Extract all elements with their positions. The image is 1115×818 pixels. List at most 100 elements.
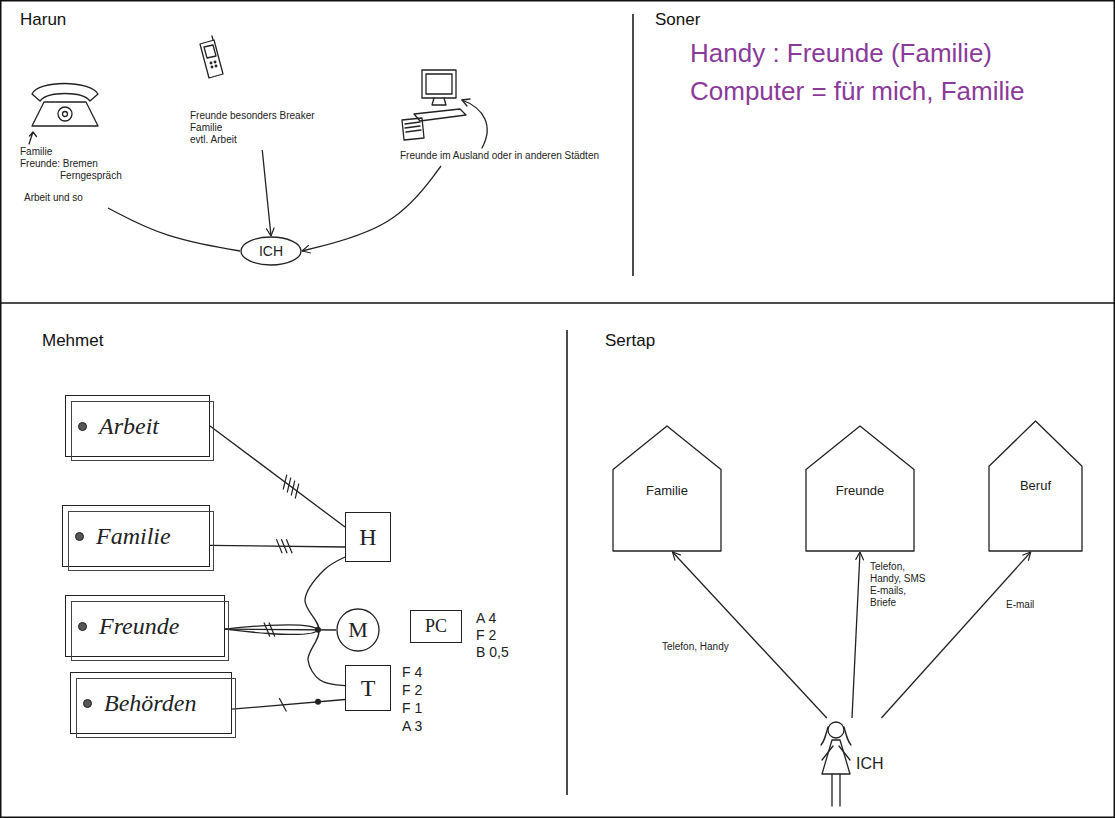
device-box: PC <box>410 610 462 643</box>
person-figure-icon <box>810 718 854 808</box>
house-outline <box>989 421 1082 551</box>
mobile-group-icon-part <box>211 66 213 68</box>
person-name: Mehmet <box>42 331 103 351</box>
contact-box: Freunde <box>65 595 225 657</box>
computer-group-icon-part <box>402 118 424 140</box>
node-text: Behörden <box>104 689 196 718</box>
telephone-group-icon-part <box>32 84 98 102</box>
computer-group-icon-part <box>462 99 470 106</box>
connector-label: Telefon, Handy <box>660 640 731 654</box>
connector-line <box>852 552 860 718</box>
connector-label: Telefon, Handy, SMS E-mails, Briefe <box>868 560 936 610</box>
node-text: PC <box>425 616 447 638</box>
telephone-group: FamilieFreunde: BremenFerngesprächArbeit… <box>18 74 138 208</box>
telephone-group-icon-part <box>63 112 68 117</box>
connector-line <box>225 557 345 634</box>
tally-mark <box>281 539 287 553</box>
node-text: ICH <box>856 754 884 773</box>
tally-mark <box>269 622 275 636</box>
connector-line <box>108 208 240 251</box>
node-text: evtl. Arbeit <box>190 134 237 146</box>
node-text: Familie <box>190 122 222 134</box>
computer-group-icon-part <box>405 122 421 132</box>
note-text: Handy : Freunde (Familie) <box>690 38 992 69</box>
node-text: Freunde besonders Breaker <box>190 110 315 122</box>
person-panel: SertapFamilie Freunde BerufICH <box>567 303 1115 818</box>
mobile-group-icon <box>190 36 230 110</box>
person-name: Soner <box>655 10 700 30</box>
house-shape: Familie <box>612 425 722 552</box>
node-text: Beruf <box>1020 478 1051 494</box>
node-text: Familie <box>646 483 688 499</box>
count-note: F 1 <box>402 700 422 716</box>
computer-group-icon-part <box>432 98 446 105</box>
telephone-group-icon <box>20 74 115 146</box>
node-text: Freunde <box>836 483 884 499</box>
connector-group <box>108 150 1031 718</box>
tally-mark <box>291 481 295 496</box>
node-text: ICH <box>259 243 283 260</box>
node-text: Ferngespräch <box>60 170 122 182</box>
contact-box: Arbeit <box>65 395 210 457</box>
connector-label: E-mail <box>1004 598 1036 612</box>
panel-divider <box>632 14 634 276</box>
panel-divider <box>0 302 1115 304</box>
telephone-group-icon-part <box>29 132 37 144</box>
count-note: F 4 <box>402 664 422 680</box>
mobile-group-icon-part <box>200 40 223 78</box>
mobile-group-icon-part <box>214 61 216 63</box>
connector-line <box>210 545 345 547</box>
count-note: B 0,5 <box>476 644 509 660</box>
contact-box: Familie <box>62 505 210 567</box>
connector-line <box>210 426 345 527</box>
person-figure-icon-part <box>821 727 851 745</box>
node-text: Familie <box>96 522 171 551</box>
person-figure-icon-part <box>822 740 850 774</box>
mobile-group-icon-part <box>215 65 217 67</box>
person-figure-icon-part <box>832 774 840 806</box>
bullet-dot <box>75 532 84 541</box>
tally-mark <box>283 475 287 490</box>
node-text: Arbeit <box>99 412 159 441</box>
bullet-dot <box>78 422 87 431</box>
device-box: H <box>345 512 391 562</box>
tally-mark <box>287 478 291 493</box>
count-note: A 3 <box>402 718 422 734</box>
computer-group-icon <box>400 64 510 150</box>
node-text: Freunde <box>99 612 179 641</box>
panel-divider <box>566 330 568 795</box>
node-text: T <box>361 674 376 703</box>
tally-mark <box>286 539 292 553</box>
person-figure-icon-part <box>828 722 844 738</box>
connector-line <box>673 552 827 718</box>
node-text: Arbeit und so <box>24 192 83 204</box>
person-name: Sertap <box>605 331 655 351</box>
junction-dot <box>315 627 321 633</box>
self-ellipse-line <box>241 237 301 265</box>
house-shape: Beruf <box>988 420 1083 552</box>
contact-box: Behörden <box>70 672 232 734</box>
computer-group-icon-part <box>462 100 487 148</box>
device-circle: M <box>336 608 380 652</box>
node-text: Familie <box>20 146 52 158</box>
connector-line <box>302 166 441 251</box>
self-ellipse: ICH <box>240 236 302 266</box>
mobile-group-icon-part <box>212 36 213 40</box>
house-shape: Freunde <box>805 425 915 552</box>
node-text: Freunde: Bremen <box>20 158 98 170</box>
telephone-group-icon-part <box>29 84 98 145</box>
mobile-group-icon-part <box>204 45 216 58</box>
mobile-group: Freunde besonders BreakerFamilieevtl. Ar… <box>188 36 323 150</box>
person-figure-icon-part <box>822 746 850 760</box>
connector-line <box>225 625 345 686</box>
telephone-group-icon-part <box>58 107 72 121</box>
tally-group <box>264 475 321 712</box>
computer-group-icon-part <box>422 70 456 98</box>
tally-mark <box>264 622 270 636</box>
telephone-group-icon-part <box>32 102 98 126</box>
person-figure: ICH <box>810 718 894 808</box>
computer-group: Freunde im Ausland oder in anderen Städt… <box>398 64 613 166</box>
note-text: Computer = für mich, Familie <box>690 76 1024 107</box>
node-text: M <box>348 617 368 643</box>
